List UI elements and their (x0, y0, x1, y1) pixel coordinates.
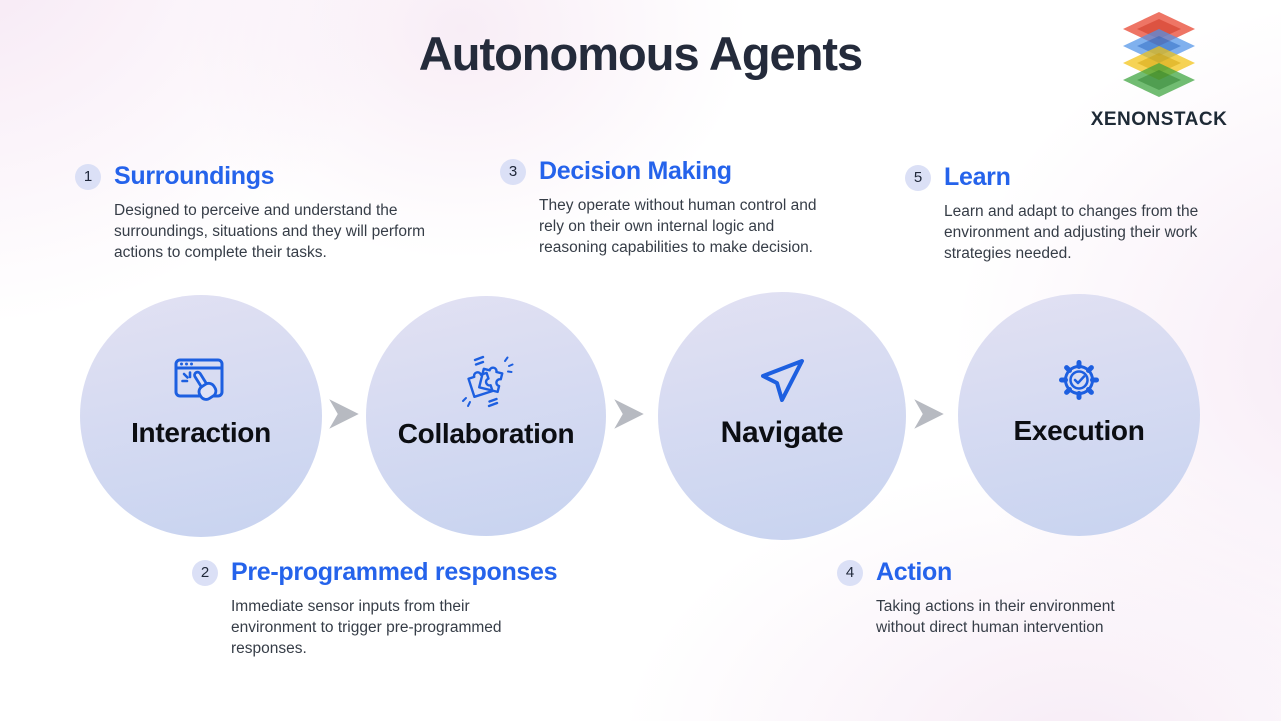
stage-label: Navigate (720, 416, 844, 449)
feature-title: Learn (944, 163, 1011, 191)
brand-name: XENONSTACK (1090, 109, 1228, 130)
page-title: Autonomous Agents (418, 27, 863, 80)
feature-description: Designed to perceive and understand the … (114, 202, 426, 262)
feature-title: Surroundings (114, 162, 275, 190)
stage-label: Interaction (131, 417, 271, 448)
step-number-badge: 2 (192, 559, 218, 586)
feature-learn: 5 Learn Learn and adapt to changes from … (905, 163, 1225, 264)
feature-title: Decision Making (539, 157, 732, 185)
feature-pre-programmed-responses: 2 Pre-programmed responses Immediate sen… (192, 558, 592, 659)
gear-check-icon (1052, 355, 1106, 407)
feature-description: Taking actions in their environment with… (876, 598, 1115, 637)
feature-title: Pre-programmed responses (231, 558, 558, 586)
feature-description: Immediate sensor inputs from their envir… (231, 598, 502, 658)
feature-action: 4 Action Taking actions in their environ… (837, 558, 1167, 638)
puzzle-hands-icon (458, 354, 514, 410)
flow-arrow-icon (912, 398, 946, 430)
stage-collaboration: Collaboration (366, 296, 606, 536)
feature-description: They operate without human control and r… (539, 197, 817, 257)
stage-interaction: Interaction (80, 295, 322, 537)
step-number-badge: 4 (837, 559, 863, 586)
feature-surroundings: 1 Surroundings Designed to perceive and … (75, 162, 465, 263)
browser-click-icon (172, 355, 230, 409)
step-number-badge: 1 (75, 163, 101, 190)
stage-label: Collaboration (397, 418, 575, 449)
stage-label: Execution (1013, 415, 1145, 446)
paper-plane-icon (755, 354, 809, 408)
stage-navigate: Navigate (658, 292, 906, 540)
stacked-layers-icon (1073, 12, 1245, 105)
stage-execution: Execution (958, 294, 1200, 536)
xenonstack-logo: XENONSTACK (1073, 12, 1245, 131)
feature-decision-making: 3 Decision Making They operate without h… (500, 157, 850, 258)
flow-arrow-icon (612, 398, 646, 430)
flow-arrow-icon (327, 398, 361, 430)
step-number-badge: 5 (905, 164, 931, 191)
feature-title: Action (876, 558, 952, 586)
feature-description: Learn and adapt to changes from the envi… (944, 203, 1199, 263)
step-number-badge: 3 (500, 158, 526, 185)
